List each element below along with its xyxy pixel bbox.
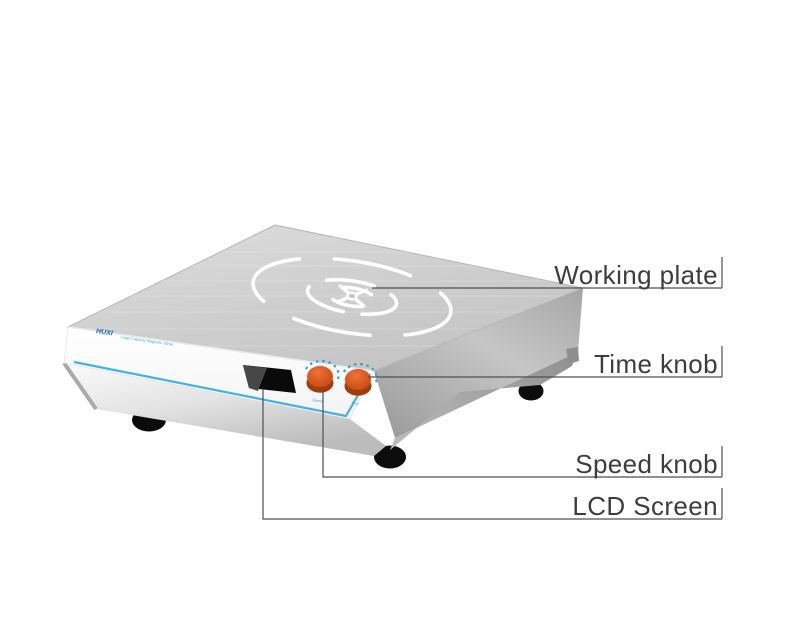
foot-front-tip	[374, 445, 406, 469]
ring-middle	[305, 277, 399, 317]
right-side-face	[374, 288, 583, 438]
brand-tagline: Large Capacity Magnetic Stirrer	[120, 335, 174, 347]
plate-front-highlight	[67, 326, 375, 372]
time-knob	[343, 362, 378, 396]
brand-logo: HUXI	[96, 328, 115, 337]
time-knob-ticks	[343, 362, 378, 385]
stir-center-mark-icon	[336, 284, 368, 308]
lcd-screen	[243, 365, 296, 393]
speed-knob-print-label: Speed	[312, 398, 323, 403]
leader-lcd-screen	[262, 389, 723, 520]
callout-speed-knob: Speed knob	[575, 449, 718, 479]
ring-outer	[251, 256, 453, 338]
base-left-edge	[62, 361, 98, 411]
callout-time-knob: Time knob	[593, 349, 718, 379]
panel-printing: HUXI Large Capacity Magnetic Stirrer	[96, 328, 175, 347]
leader-lines	[262, 257, 723, 520]
foot-bracket	[566, 347, 579, 364]
leader-speed-knob	[322, 391, 723, 478]
ring-inner	[327, 285, 377, 309]
time-knob-print-label: Time	[351, 401, 359, 406]
leader-working-plate	[372, 257, 723, 289]
callout-lcd-screen: LCD Screen	[572, 491, 718, 521]
speed-knob-ticks	[305, 359, 340, 382]
lcd-glare	[243, 365, 267, 391]
base-front	[64, 363, 386, 456]
callout-working-plate: Working plate	[554, 260, 718, 290]
speed-knob	[305, 359, 340, 393]
plate-rings	[251, 256, 453, 338]
leader-time-knob	[368, 346, 723, 378]
